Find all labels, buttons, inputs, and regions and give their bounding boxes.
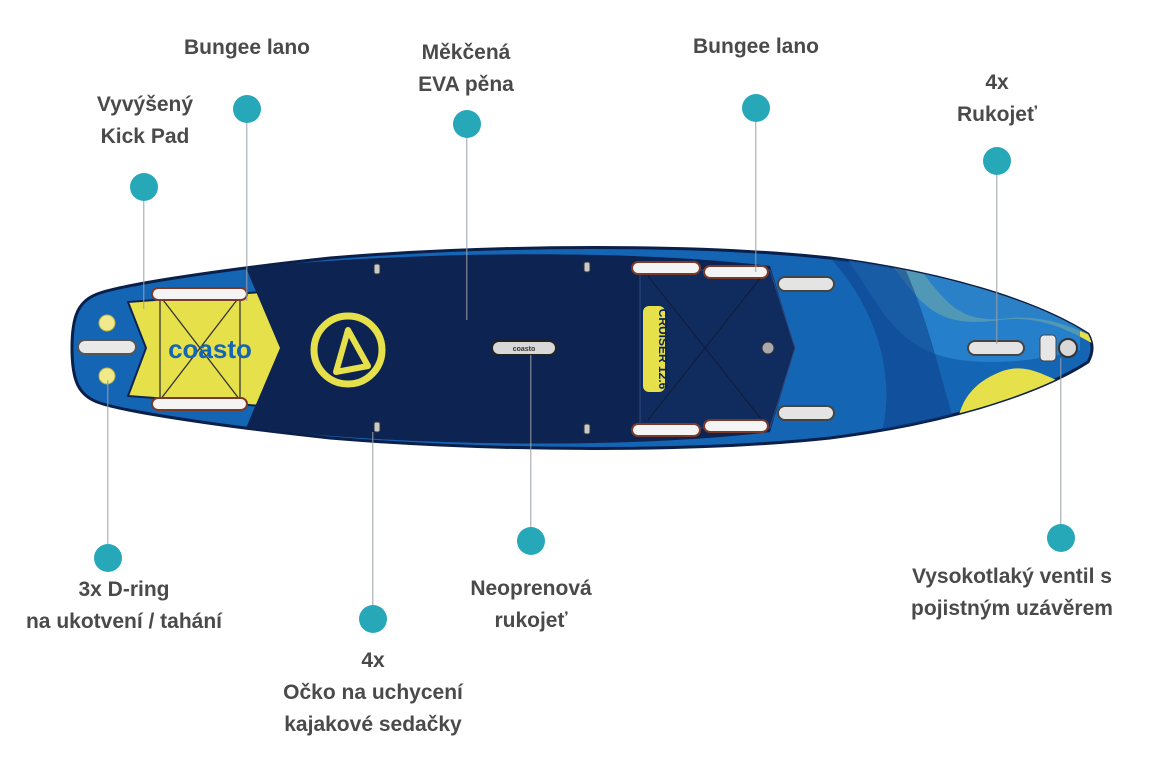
leader-seat-rings [372, 432, 374, 618]
front-bungee-strip-bottom-2 [703, 419, 769, 433]
callout-dot-bungee-right [742, 94, 770, 122]
label-kick-pad: Vyvýšený Kick Pad [97, 89, 193, 153]
callout-dot-seat-rings [359, 605, 387, 633]
label-line: 4x [985, 71, 1009, 94]
front-bungee-strip-top-2 [703, 265, 769, 279]
model-badge [643, 306, 665, 392]
label-eva-foam: Měkčená EVA pěna [418, 37, 514, 101]
label-line: Neoprenová [470, 577, 592, 600]
callout-dot-bungee-left [233, 95, 261, 123]
label-line: Očko na uchycení [283, 681, 463, 704]
label-line: Kick Pad [100, 125, 190, 148]
seat-rings [373, 261, 591, 435]
valve-cap [1039, 334, 1057, 362]
label-line: Rukojeť [956, 103, 1038, 126]
deck-centre-ring [761, 341, 775, 355]
rear-bungee-strip-top [151, 287, 248, 301]
nose-handle [967, 340, 1025, 356]
label-seat-rings: 4x Očko na uchycení kajakové sedačky [283, 645, 463, 741]
leader-kick-pad [143, 187, 145, 309]
callout-dot-d-rings [94, 544, 122, 572]
tail-handle [77, 339, 137, 355]
label-valve: Vysokotlaký ventil s pojistným uzávěrem [911, 561, 1113, 625]
label-line: 4x [361, 649, 385, 672]
label-line: Bungee lano [692, 35, 820, 58]
handle-brand: coasto [513, 346, 536, 353]
callout-dot-kick-pad [130, 173, 158, 201]
side-handle-bottom [777, 405, 835, 421]
brand-wordmark: coasto [168, 334, 252, 364]
rear-bungee-strip-bottom [151, 397, 248, 411]
leader-neoprene-handle [530, 355, 532, 541]
label-handles: 4x Rukojeť [957, 67, 1037, 131]
valve [1058, 338, 1078, 358]
leader-eva-foam [466, 124, 468, 320]
front-bungee-strip-top-1 [631, 261, 701, 275]
model-label: CRUISER 12.6 [656, 309, 670, 390]
coasto-logo-ring [310, 312, 386, 388]
side-handle-top [777, 276, 835, 292]
callout-dot-valve [1047, 524, 1075, 552]
callout-dot-neoprene-handle [517, 527, 545, 555]
d-ring-top [98, 314, 116, 332]
label-line: Bungee lano [183, 36, 311, 59]
label-line: rukojeť [494, 609, 568, 632]
label-line: kajakové sedačky [284, 713, 462, 736]
leader-bungee-left [246, 109, 248, 301]
label-bungee-right: Bungee lano [693, 31, 819, 63]
front-bungee-strip-bottom-1 [631, 423, 701, 437]
callout-dot-eva-foam [453, 110, 481, 138]
label-line: Vysokotlaký ventil s [912, 565, 1112, 588]
nose-dark-band [830, 258, 960, 440]
label-d-rings: 3x D-ring na ukotvení / tahání [26, 574, 222, 638]
label-line: Vyvýšený [96, 93, 194, 116]
label-line: 3x D-ring [78, 578, 170, 601]
leader-d-rings [107, 380, 109, 558]
label-line: na ukotvení / tahání [25, 610, 223, 633]
leader-valve [1060, 358, 1062, 538]
label-line: Měkčená [421, 41, 511, 64]
callout-dot-handles [983, 147, 1011, 175]
rear-bungee-net [159, 295, 241, 401]
label-bungee-left: Bungee lano [184, 32, 310, 64]
coasto-logo-mark [333, 327, 371, 375]
label-line: EVA pěna [418, 73, 514, 96]
front-cargo-net [647, 275, 763, 421]
label-neoprene-handle: Neoprenová rukojeť [470, 573, 591, 637]
leader-handles [996, 161, 998, 344]
d-ring-bottom [98, 367, 116, 385]
leader-bungee-right [755, 108, 757, 272]
label-line: pojistným uzávěrem [911, 597, 1113, 620]
neoprene-handle [491, 340, 557, 356]
